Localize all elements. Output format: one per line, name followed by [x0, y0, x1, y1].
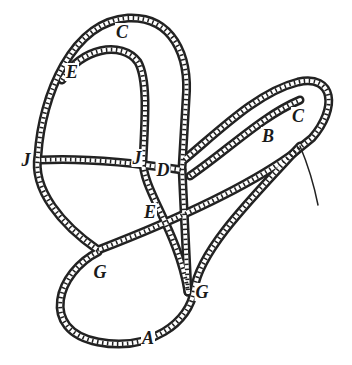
rope-highlight [37, 18, 329, 344]
part-letter: B [261, 127, 275, 145]
part-letter: G [195, 283, 210, 301]
rope-strands [37, 18, 329, 344]
part-letter: C [291, 107, 305, 125]
part-letter: J [21, 151, 32, 169]
part-letter: E [65, 63, 79, 81]
part-letter: A [141, 329, 155, 347]
rope-end [300, 146, 318, 205]
part-letter: J [132, 149, 143, 167]
rope-twist [37, 18, 329, 344]
part-letter: G [93, 263, 108, 281]
part-letter: E [143, 203, 157, 221]
part-letter: D [156, 161, 171, 179]
rope-outline [37, 18, 329, 344]
part-letter: C [115, 23, 129, 41]
